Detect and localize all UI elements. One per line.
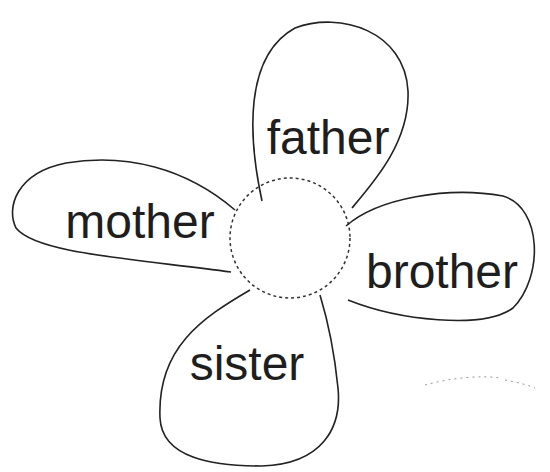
petal-word: sister: [190, 340, 305, 388]
flower-petal: sister: [152, 268, 344, 468]
petal-line: [253, 22, 408, 208]
pencil-marks: [425, 377, 535, 388]
petal-line: [346, 193, 534, 321]
petal-line: [160, 290, 339, 466]
flower-petal: father: [240, 16, 412, 216]
petal-word: brother: [366, 248, 518, 296]
petal-word: father: [267, 114, 390, 162]
centre-circle: [230, 178, 350, 298]
flower-petal: mother: [6, 148, 246, 293]
petal-line: [13, 160, 235, 272]
flower-petal: brother: [338, 188, 538, 323]
petal-word: mother: [65, 198, 214, 246]
